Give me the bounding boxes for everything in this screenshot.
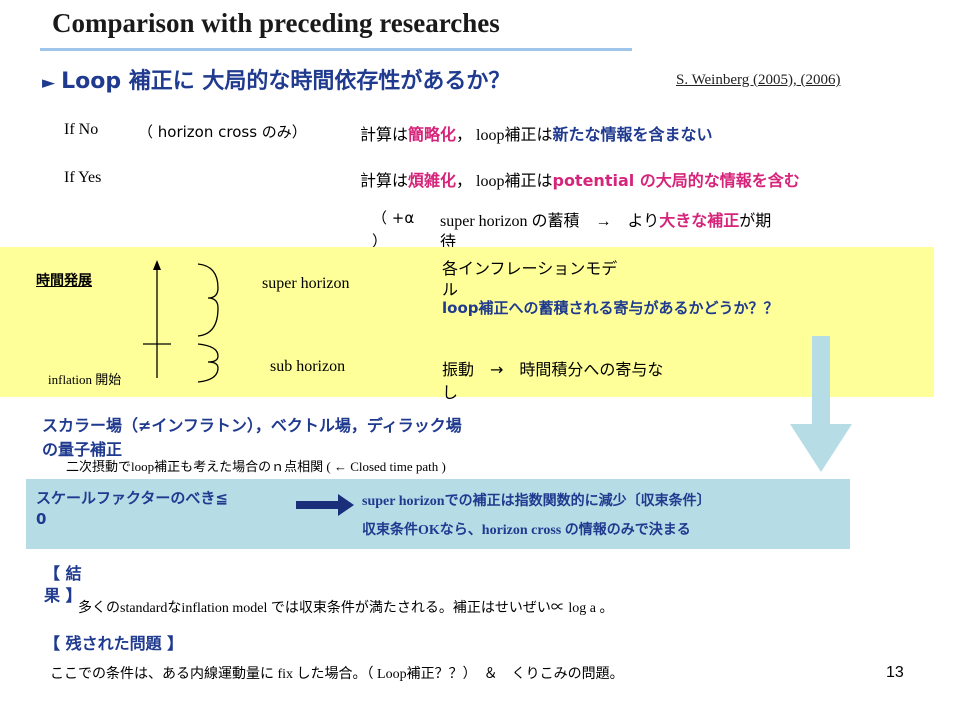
oscillation-line2: し [442, 383, 459, 402]
loop-mid: ， loop補正は [456, 127, 553, 144]
oscillation-line1: 振動 → 時間積分への寄与な [442, 360, 664, 379]
result-header-line1: 【 結 [44, 564, 82, 583]
alpha-em: 大きな補正 [659, 211, 740, 230]
if-no-label: If No [64, 121, 99, 138]
calc-prefix: 計算は [360, 125, 409, 144]
main-question-text: Loop 補正に 大局的な時間依存性があるか？ [61, 69, 511, 94]
alpha-close: ） [372, 232, 388, 250]
models-line1: 各インフレーションモデ [442, 259, 618, 278]
title-underline [40, 48, 632, 51]
down-arrow-shaft [812, 336, 830, 426]
alpha-note-line2: 待 [440, 232, 457, 251]
if-no-paren: （ horizon cross のみ） [138, 123, 307, 141]
super-horizon-label: super horizon [262, 275, 350, 292]
no-new-info: 新たな情報を含まない [552, 125, 713, 144]
sub-horizon-label: sub horizon [270, 358, 346, 375]
super-horizon-brace [197, 263, 219, 337]
calc-prefix: 計算は [360, 171, 409, 190]
result-header-line2: 果 】 [44, 586, 82, 605]
calc-simplified: 簡略化 [408, 125, 457, 144]
loop-question: loop補正への蓄積される寄与があるかどうか？？ [442, 299, 779, 317]
alpha-post: が期 [739, 211, 772, 230]
fields-line1: スカラー場（≠インフラトン），ベクトル場，ディラック場 [42, 416, 462, 435]
down-arrow-icon [790, 424, 852, 472]
horizon-diagram [143, 260, 219, 383]
inflation-start-label: inflation 開始 [48, 372, 122, 387]
if-yes-label: If Yes [64, 169, 102, 186]
fields-line2: の量子補正 [42, 440, 123, 459]
triangle-bullet-icon: ► [42, 73, 56, 93]
global-info: potential の大局的な情報を含む [552, 171, 800, 190]
arrow-head-icon [153, 260, 161, 270]
if-no-result: 計算は簡略化， loop補正は新たな情報を含まない [360, 121, 713, 145]
time-evolution-label: 時間発展 [36, 273, 92, 289]
calc-complicated: 煩雑化 [408, 171, 457, 190]
page-number: 13 [886, 664, 904, 681]
slide-title: Comparison with preceding researches [52, 8, 500, 38]
horizon-panel [0, 247, 934, 397]
scale-factor-line2: 0 [36, 510, 47, 528]
alpha-note-line1: super horizon の蓄積 → より大きな補正が期 [440, 207, 771, 231]
reference-citation: S. Weinberg (2005), (2006) [676, 72, 841, 88]
convergence-line2: 収束条件OKなら、horizon cross の情報のみで決まる [362, 523, 691, 538]
remaining-text: ここでの条件は、ある内線運動量に fix した場合。（ Loop補正？？） ＆ … [50, 667, 624, 682]
alpha-open: （ +α [372, 209, 415, 227]
result-text: 多くのstandardなinflation model では収束条件が満たされる… [78, 601, 614, 616]
alpha-pre: super horizon の蓄積 → より [440, 213, 660, 230]
perturbation-note: 二次摂動でloop補正も考えた場合のｎ点相関 ( ← Closed time p… [66, 459, 446, 474]
models-line2: ル [442, 280, 459, 299]
main-question: ►Loop 補正に 大局的な時間依存性があるか？ [42, 63, 510, 95]
convergence-line1: super horizonでの補正は指数関数的に減少〔収束条件〕 [362, 494, 711, 509]
right-arrow-icon [296, 494, 354, 516]
remaining-header: 【 残された問題 】 [44, 634, 184, 653]
if-yes-result: 計算は煩雑化， loop補正はpotential の大局的な情報を含む [360, 167, 800, 191]
convergence-panel [26, 479, 850, 549]
scale-factor-line1: スケールファクターのべき≦ [36, 489, 228, 507]
loop-mid: ， loop補正は [456, 173, 553, 190]
sub-horizon-brace [197, 343, 219, 383]
